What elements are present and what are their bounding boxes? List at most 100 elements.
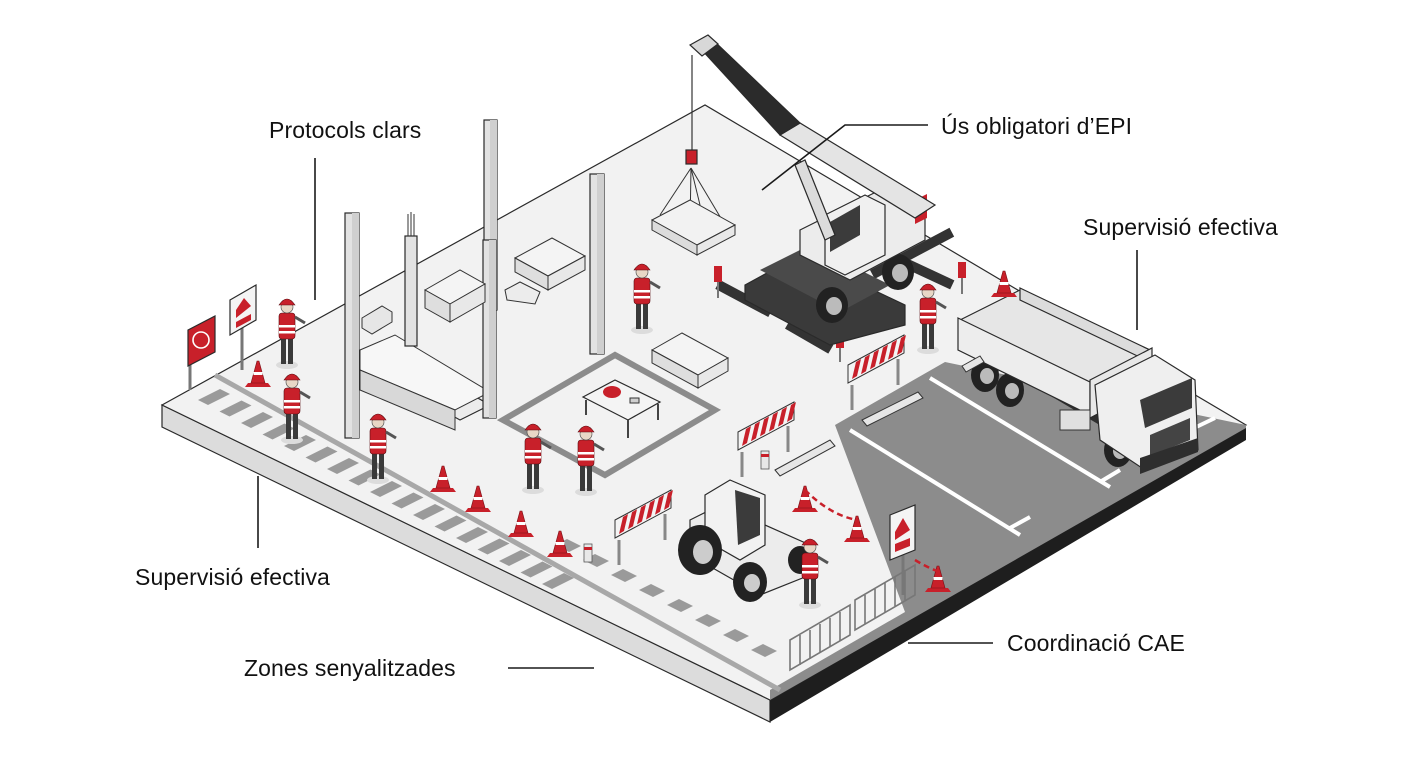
worker xyxy=(276,298,306,369)
wheel-stops xyxy=(774,355,985,477)
hard-hat xyxy=(801,538,819,546)
walkway-stripe xyxy=(198,389,230,405)
worker-leg xyxy=(527,462,532,489)
worker-leg xyxy=(811,577,816,604)
walkway-stripe xyxy=(499,550,531,566)
column xyxy=(344,212,360,439)
bollard xyxy=(760,450,770,470)
document-on-table xyxy=(629,397,640,404)
worker xyxy=(367,413,397,484)
crane-cab-window xyxy=(830,205,860,252)
walkway-stripe xyxy=(219,400,252,417)
label-protocols-clars: Protocols clars xyxy=(269,117,422,143)
vest-reflective-strip xyxy=(634,290,650,293)
worker-leg xyxy=(636,302,641,329)
crane-chassis-top xyxy=(760,245,890,312)
label-us-obligatori-epi: Ús obligatori d’EPI xyxy=(941,113,1133,139)
worker-shadow xyxy=(917,346,939,354)
worker-arm xyxy=(935,300,947,310)
worker-arm xyxy=(593,442,605,452)
warning-sign xyxy=(889,504,916,595)
workers xyxy=(276,263,947,609)
striped-barriers xyxy=(614,334,906,565)
worker-arm xyxy=(649,280,661,290)
vest-reflective-strip xyxy=(279,325,295,328)
slab-stack xyxy=(423,269,487,323)
hard-hat xyxy=(283,373,301,381)
walkway-stripe xyxy=(241,412,273,428)
traffic-cones xyxy=(245,270,1017,592)
walkway-stripe xyxy=(327,458,359,474)
worker xyxy=(917,283,947,354)
crowd-barriers xyxy=(789,563,916,672)
safety-signs xyxy=(187,283,916,595)
vest-reflective-strip xyxy=(920,310,936,313)
worker-shadow xyxy=(367,476,389,484)
zone-dash xyxy=(667,599,693,612)
walkway-edge-line xyxy=(213,372,782,693)
truck-fuel-tank xyxy=(1059,409,1091,431)
vest-reflective-strip xyxy=(578,458,594,461)
suspended-load xyxy=(650,199,737,256)
hard-hat xyxy=(369,413,387,421)
worker-leg xyxy=(372,452,377,479)
hard-hat xyxy=(278,298,296,306)
worker-shadow xyxy=(631,326,653,334)
bollard xyxy=(583,543,593,563)
walkway-stripes xyxy=(198,389,574,589)
vest-reflective-strip xyxy=(525,456,541,459)
hard-hat xyxy=(919,283,937,291)
walkway-stripe xyxy=(542,573,574,589)
worker-arm xyxy=(299,390,311,400)
worker-shadow xyxy=(799,601,821,609)
worker-arm xyxy=(294,315,306,325)
traffic-cone xyxy=(925,565,951,592)
label-supervisio-efectiva-left: Supervisió efectiva xyxy=(135,564,330,590)
walkway-stripe xyxy=(456,527,488,543)
worker-leg xyxy=(534,462,539,489)
walkway-stripe xyxy=(520,561,553,578)
concrete-block xyxy=(361,305,393,335)
worker-leg xyxy=(580,464,585,491)
vest-reflective-strip xyxy=(920,316,936,319)
worker xyxy=(281,373,311,444)
worker-leg xyxy=(804,577,809,604)
vest-reflective-strip xyxy=(284,406,300,409)
vest-reflective-strip xyxy=(370,440,386,443)
slab-stack xyxy=(513,237,587,291)
traffic-cone xyxy=(430,465,456,492)
traffic-cone xyxy=(844,515,870,542)
zone-dash xyxy=(723,629,749,642)
crowd-barrier xyxy=(789,603,851,672)
walkway-stripe xyxy=(370,481,402,497)
hard-hat xyxy=(633,263,651,271)
worker-leg xyxy=(587,464,592,491)
truck-bumper xyxy=(1140,438,1198,474)
striped-barrier xyxy=(737,401,796,477)
worker-shadow xyxy=(281,436,303,444)
caution-tape xyxy=(804,489,941,574)
traffic-cone xyxy=(508,510,534,537)
crane-wheels xyxy=(816,254,914,323)
slab-stack xyxy=(650,332,730,389)
ppe-mandatory-sign xyxy=(187,315,216,390)
tractor-wheels xyxy=(678,525,812,602)
zone-dash xyxy=(639,584,665,597)
floor-slab-side xyxy=(359,369,456,431)
meeting-table xyxy=(581,379,662,438)
worker-leg xyxy=(281,337,286,364)
label-supervisio-efectiva-right: Supervisió efectiva xyxy=(1083,214,1278,240)
traffic-cone xyxy=(547,530,573,557)
striped-barrier xyxy=(614,489,673,565)
slab-piece xyxy=(504,281,541,305)
walkway-stripe xyxy=(434,515,467,532)
column xyxy=(404,212,418,347)
worker xyxy=(631,263,661,334)
worker-leg xyxy=(379,452,384,479)
column xyxy=(482,239,497,419)
traffic-cone xyxy=(245,360,271,387)
vest-reflective-strip xyxy=(370,446,386,449)
callout-lines xyxy=(257,124,1138,669)
zone-dash xyxy=(695,614,721,627)
